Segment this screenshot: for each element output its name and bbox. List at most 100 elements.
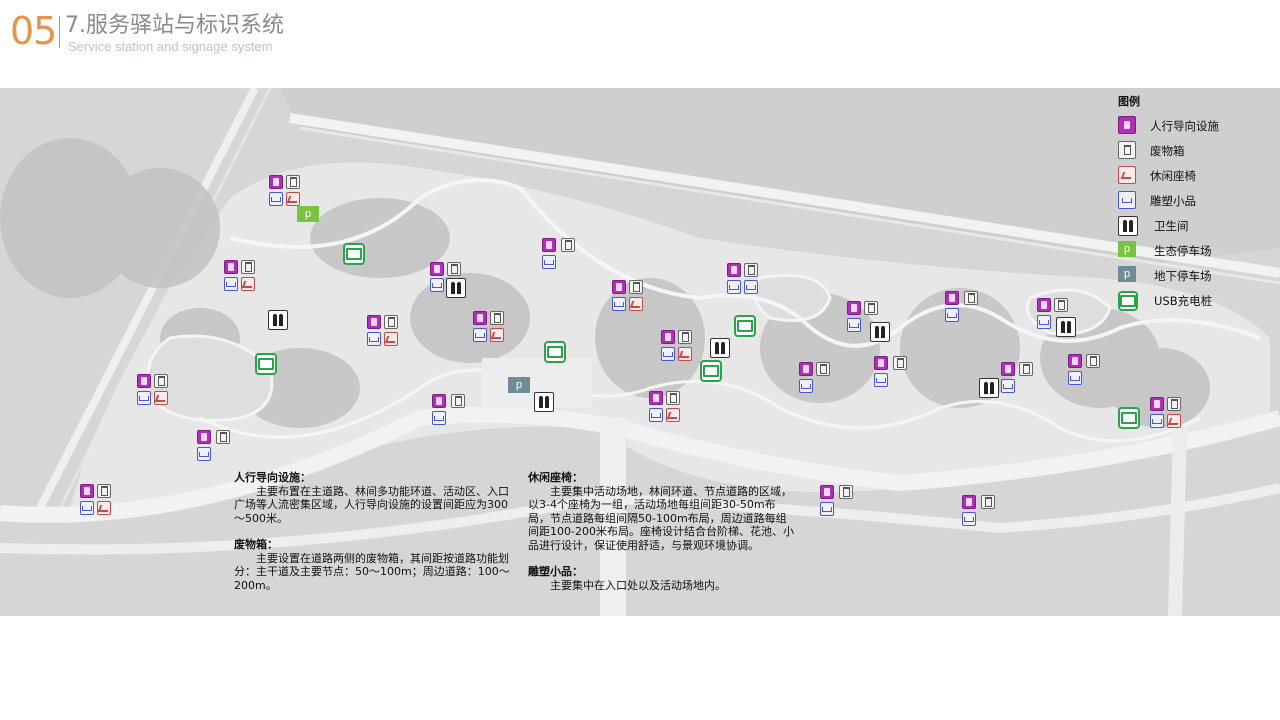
sculpture-icon — [820, 502, 834, 516]
sculpture-icon — [945, 308, 959, 322]
legend-item-bench: 休闲座椅 — [1112, 163, 1272, 188]
restroom-icon — [710, 338, 730, 358]
guide-sign-icon — [430, 262, 444, 276]
guide-sign-icon — [432, 394, 446, 408]
legend-item-guide: 人行导向设施 — [1112, 113, 1272, 138]
sculpture-icon — [744, 280, 758, 294]
map-base-drawing — [0, 88, 1280, 616]
bench-icon — [1118, 166, 1136, 184]
eco-parking-icon: p — [1118, 241, 1136, 257]
usb-charger-icon — [343, 243, 365, 265]
guide-sign-icon — [649, 391, 663, 405]
guide-sign-icon — [1118, 116, 1136, 134]
legend-label: 废物箱 — [1150, 144, 1185, 158]
sculpture-icon — [727, 280, 741, 294]
guide-heading: 人行导向设施： — [234, 471, 311, 484]
guide-sign-icon — [269, 175, 283, 189]
bench-icon — [97, 501, 111, 515]
waste-bin-icon — [1118, 141, 1136, 159]
sculpture-icon — [197, 447, 211, 461]
waste-bin-icon — [816, 362, 830, 376]
legend-item-bin: 废物箱 — [1112, 138, 1272, 163]
legend-label: 人行导向设施 — [1150, 119, 1219, 133]
guide-sign-icon — [473, 311, 487, 325]
waste-bin-icon — [1054, 298, 1068, 312]
sculpture-icon — [661, 347, 675, 361]
sculpture-icon — [962, 512, 976, 526]
section-number: 05 — [10, 9, 57, 53]
bench-icon — [666, 408, 680, 422]
legend-label: 生态停车场 — [1154, 244, 1212, 258]
sculpture-body: 主要集中在入口处以及活动场地内。 — [550, 578, 726, 592]
waste-bin-icon — [666, 391, 680, 405]
bench-icon — [1167, 414, 1181, 428]
legend-item-usb: USB充电桩 — [1112, 288, 1272, 313]
site-plan-map: p p — [0, 88, 1280, 616]
sculpture-heading: 雕塑小品： — [528, 565, 583, 578]
guide-sign-icon — [367, 315, 381, 329]
restroom-icon — [446, 278, 466, 298]
sculpture-icon — [430, 278, 444, 292]
bench-icon — [629, 297, 643, 311]
sculpture-icon — [137, 391, 151, 405]
bench-heading: 休闲座椅： — [528, 471, 583, 484]
guide-sign-icon — [1037, 298, 1051, 312]
sculpture-icon — [80, 501, 94, 515]
restroom-icon — [870, 322, 890, 342]
usb-charger-icon — [734, 315, 756, 337]
underground-parking-icon: p — [508, 377, 530, 393]
restroom-icon — [1118, 216, 1138, 236]
guide-sign-icon — [820, 485, 834, 499]
waste-bin-icon — [629, 280, 643, 294]
guide-sign-icon — [197, 430, 211, 444]
sculpture-icon — [799, 379, 813, 393]
legend-item-eco-parking: p 生态停车场 — [1112, 238, 1272, 263]
page-subtitle: Service station and signage system — [68, 39, 273, 54]
usb-charger-icon — [544, 341, 566, 363]
legend-item-underground-parking: p 地下停车场 — [1112, 263, 1272, 288]
legend-item-sculpture: 雕塑小品 — [1112, 188, 1272, 213]
waste-bin-icon — [286, 175, 300, 189]
underground-parking-icon: p — [1118, 266, 1136, 282]
restroom-icon — [534, 392, 554, 412]
usb-charger-icon — [700, 360, 722, 382]
sculpture-icon — [367, 332, 381, 346]
text-block-right: 休闲座椅： 主要集中活动场地，林间环道、节点道路的区域，以3-4个座椅为一组，活… — [528, 471, 796, 592]
waste-bin-icon — [451, 394, 465, 408]
guide-sign-icon — [1150, 397, 1164, 411]
restroom-icon — [268, 310, 288, 330]
bench-body: 主要集中活动场地，林间环道、节点道路的区域，以3-4个座椅为一组，活动场地每组间… — [528, 484, 794, 552]
legend-title: 图例 — [1118, 95, 1140, 108]
waste-bin-icon — [864, 301, 878, 315]
sculpture-icon — [612, 297, 626, 311]
sculpture-icon — [1118, 191, 1136, 209]
waste-bin-icon — [744, 263, 758, 277]
sculpture-icon — [224, 277, 238, 291]
restroom-icon — [979, 378, 999, 398]
waste-bin-icon — [97, 484, 111, 498]
restroom-icon — [1056, 317, 1076, 337]
guide-sign-icon — [1068, 354, 1082, 368]
waste-bin-icon — [216, 430, 230, 444]
bench-icon — [490, 328, 504, 342]
waste-bin-icon — [964, 291, 978, 305]
usb-charger-icon — [1118, 407, 1140, 429]
guide-sign-icon — [874, 356, 888, 370]
guide-body: 主要布置在主道路、林间多功能环道、活动区、入口广场等人流密集区域，人行导向设施的… — [234, 484, 509, 525]
sculpture-icon — [473, 328, 487, 342]
waste-bin-icon — [678, 330, 692, 344]
bin-heading: 废物箱： — [234, 538, 278, 551]
eco-parking-icon: p — [297, 206, 319, 222]
text-block-left: 人行导向设施： 主要布置在主道路、林间多功能环道、活动区、入口广场等人流密集区域… — [234, 471, 512, 592]
sculpture-icon — [542, 255, 556, 269]
guide-sign-icon — [799, 362, 813, 376]
legend-label: 卫生间 — [1154, 219, 1189, 233]
bench-icon — [241, 277, 255, 291]
header-divider — [59, 16, 60, 48]
guide-sign-icon — [727, 263, 741, 277]
legend-label: USB充电桩 — [1154, 294, 1213, 308]
sculpture-icon — [1037, 315, 1051, 329]
guide-sign-icon — [847, 301, 861, 315]
waste-bin-icon — [893, 356, 907, 370]
guide-sign-icon — [661, 330, 675, 344]
